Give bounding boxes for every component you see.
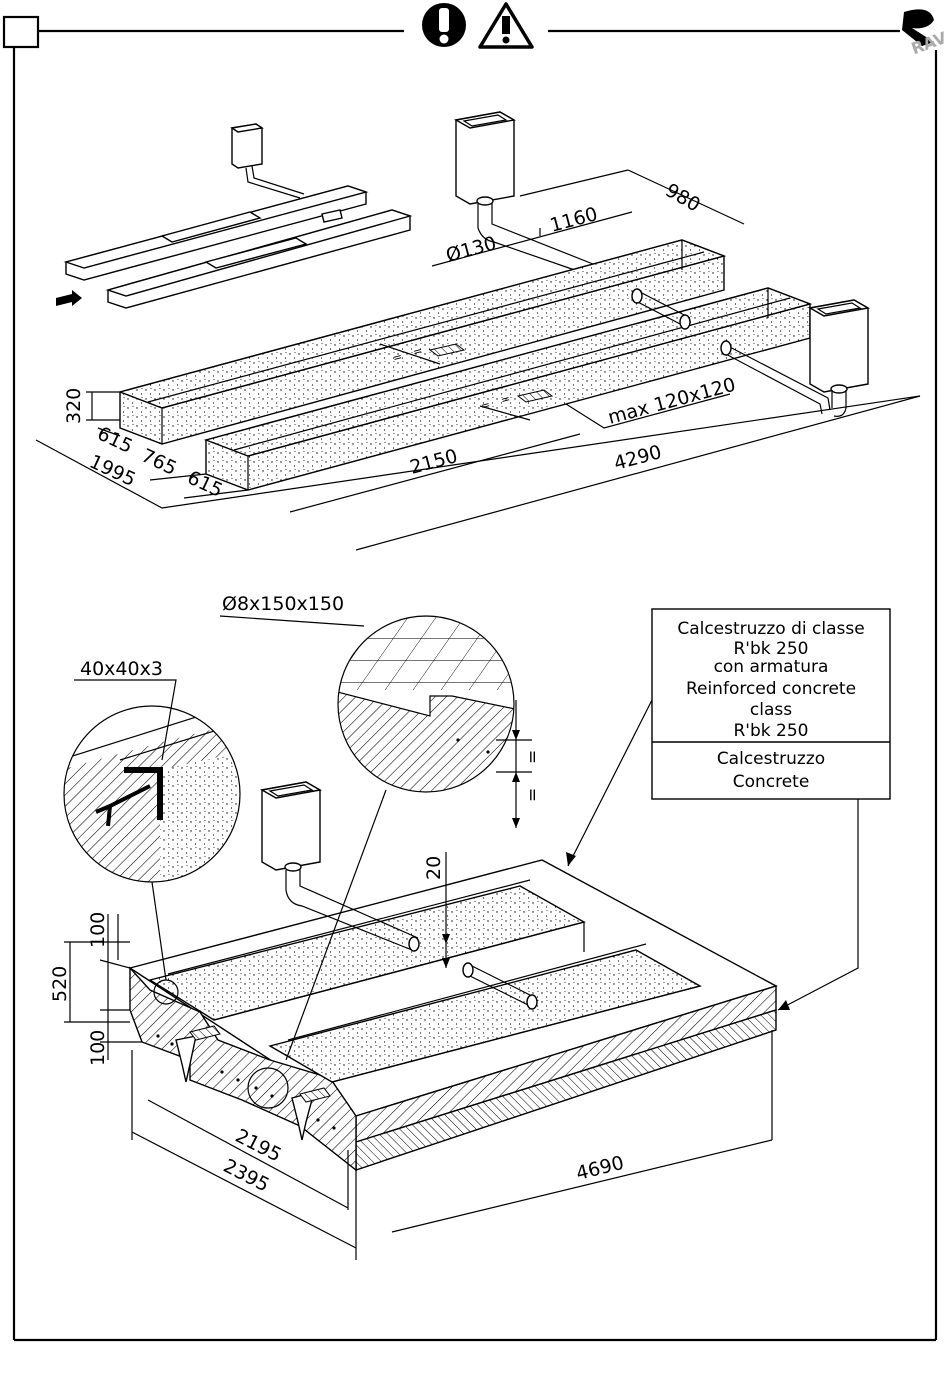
angle-label: 40x40x3 [80, 658, 163, 680]
dim-520-label: 520 [49, 966, 71, 1002]
dim-1995-label: 1995 [86, 451, 139, 491]
dim-320-label: 320 [63, 388, 85, 424]
exclamation-icon [422, 3, 466, 47]
dim-100b-label: 100 [87, 1030, 109, 1066]
power-unit-box-3 [262, 782, 320, 871]
equal-mark-1: = [523, 750, 543, 764]
dim-4290-label: 4290 [612, 441, 664, 475]
legend-line-2: R'bk 250 [734, 639, 809, 659]
warning-triangle-icon [480, 4, 532, 47]
power-unit-box-2 [810, 300, 868, 416]
foundation-slab [130, 860, 776, 1170]
dim-100a-label: 100 [87, 912, 109, 948]
dim-4690-label: 4690 [574, 1152, 626, 1185]
legend-line-6: R'bk 250 [734, 721, 809, 741]
bottom-section-drawing: 40x40x3 = = Ø8x150x150 Calces [49, 560, 890, 1260]
arrow-icon [56, 290, 82, 306]
top-plan-drawing: = = = = 980 1160 Ø130 320 615 765 1995 6… [36, 112, 920, 550]
legend-line-4: Reinforced concrete [686, 679, 856, 699]
legend-line-3: con armatura [714, 657, 829, 677]
dim-20-label: 20 [423, 856, 445, 880]
brand-logo-icon: RAV [902, 9, 950, 58]
dim-o130-label: Ø130 [444, 232, 499, 267]
equal-mark-2: = [523, 788, 543, 802]
legend-line-1: Calcestruzzo di classe [677, 619, 864, 639]
dim-765-label: 765 [138, 445, 180, 480]
legend-line-8: Concrete [733, 772, 810, 792]
lift-sketch [56, 124, 410, 308]
legend-line-7: Calcestruzzo [717, 749, 825, 769]
legend-line-5: class [750, 700, 792, 720]
dim-980-label: 980 [662, 179, 704, 216]
mesh-label: Ø8x150x150 [222, 593, 344, 615]
dim-1160-label: 1160 [548, 203, 600, 237]
